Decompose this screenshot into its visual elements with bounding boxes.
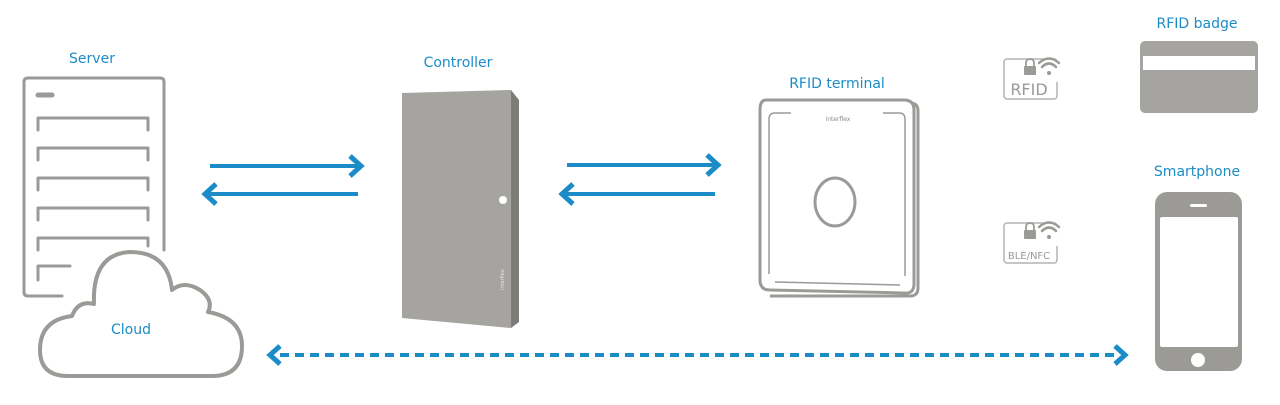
rfid-badge-icon (1140, 41, 1258, 113)
wifi-icon (1037, 221, 1061, 239)
server-label: Server (69, 51, 115, 67)
cloud-icon (38, 250, 244, 378)
rfid-badge-indicator: RFID (1003, 57, 1062, 100)
ble-nfc-indicator: BLE/NFC (1003, 221, 1062, 264)
smartphone-label: Smartphone (1153, 164, 1241, 180)
rfid-terminal-brand: interflex (826, 116, 851, 123)
connection-server-controller (201, 154, 365, 206)
cloud-label: Cloud (111, 322, 151, 338)
rfid-badge-label: RFID badge (1156, 16, 1238, 32)
rfid-badge-text: RFID (1010, 80, 1047, 99)
connection-controller-terminal (558, 153, 722, 206)
connection-cloud-smartphone (266, 344, 1129, 366)
smartphone-icon (1155, 192, 1242, 371)
lock-icon (1024, 58, 1036, 75)
ble-nfc-badge-text: BLE/NFC (1008, 251, 1050, 262)
controller-icon: interflex (402, 90, 519, 328)
controller-brand: interflex (500, 269, 506, 290)
lock-icon (1024, 222, 1036, 239)
controller-label: Controller (423, 55, 493, 71)
wifi-icon (1037, 57, 1061, 75)
rfid-terminal-icon: interflex (758, 98, 920, 298)
rfid-terminal-label: RFID terminal (789, 76, 885, 92)
server-icon (22, 76, 166, 298)
